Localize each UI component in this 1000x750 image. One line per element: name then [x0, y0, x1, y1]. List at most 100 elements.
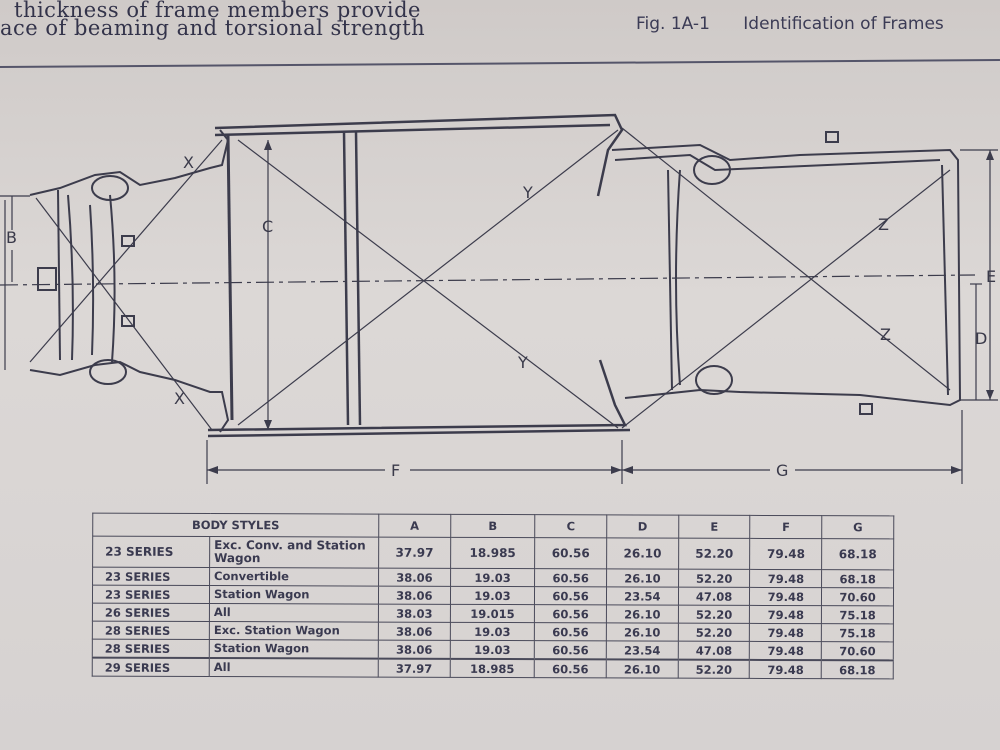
diagonal-y-1: [237, 139, 619, 429]
figure-title: Identification of Frames: [743, 14, 944, 34]
body-style-cell: Exc. Conv. and Station Wagon: [209, 536, 379, 569]
front-frame-section: [29, 129, 230, 433]
value-b: 19.03: [450, 640, 535, 660]
value-g: 70.60: [821, 587, 894, 606]
label-z-top: Z: [878, 215, 889, 234]
centerline: [0, 274, 976, 286]
diagonal-x-1: [35, 197, 213, 431]
series-cell: 23 SERIES: [92, 536, 210, 568]
value-g: 75.18: [821, 623, 894, 642]
value-a: 38.06: [378, 568, 451, 587]
body-style-cell: Station Wagon: [209, 639, 379, 659]
value-f: 79.48: [750, 569, 822, 588]
header-c: C: [534, 514, 607, 538]
label-g: G: [776, 461, 788, 480]
header-d: D: [606, 514, 679, 539]
label-y-top: Y: [522, 183, 533, 202]
value-f: 79.48: [749, 659, 822, 679]
value-g: 68.18: [821, 569, 894, 588]
figure-number: Fig. 1A-1: [636, 14, 710, 34]
series-cell: 23 SERIES: [92, 585, 210, 604]
label-z-bottom: Z: [880, 325, 891, 344]
value-d: 26.10: [606, 568, 679, 588]
label-c: C: [262, 217, 273, 236]
value-g: 68.18: [821, 538, 894, 570]
value-g: 68.18: [821, 660, 894, 679]
figure-caption: Fig. 1A-1 Identification of Frames: [636, 14, 944, 34]
diagonal-y-2: [237, 129, 619, 426]
header-g: G: [821, 515, 894, 539]
value-g: 75.18: [821, 605, 894, 624]
header-a: A: [378, 514, 451, 538]
center-frame-section: [207, 113, 631, 438]
value-e: 52.20: [677, 659, 750, 679]
series-cell: 29 SERIES: [92, 657, 210, 677]
value-a: 38.06: [378, 640, 451, 659]
value-c: 60.56: [534, 659, 607, 678]
value-b: 18.985: [450, 537, 535, 569]
value-c: 60.56: [534, 537, 607, 569]
series-cell: 23 SERIES: [92, 567, 210, 586]
value-b: 19.03: [450, 586, 535, 605]
value-c: 60.56: [534, 604, 607, 623]
table-row: 29 SERIES All 37.97 18.985 60.56 26.10 5…: [92, 657, 894, 679]
value-b: 19.03: [450, 568, 535, 587]
body-style-cell: All: [209, 658, 379, 678]
series-cell: 28 SERIES: [92, 639, 210, 659]
label-d: D: [975, 329, 987, 348]
value-f: 79.48: [749, 641, 822, 661]
label-x-bottom: X: [174, 389, 185, 408]
label-x-top: X: [183, 153, 194, 172]
body-text-line-2: ace of beaming and torsional strength: [0, 16, 426, 40]
header-body-styles: BODY STYLES: [92, 513, 379, 538]
series-cell: 28 SERIES: [92, 621, 210, 640]
value-e: 47.08: [678, 641, 750, 660]
value-e: 47.08: [678, 587, 751, 606]
value-c: 60.56: [534, 640, 607, 660]
value-e: 52.20: [678, 605, 750, 624]
body-style-cell: Exc. Station Wagon: [209, 621, 379, 641]
value-d: 23.54: [606, 586, 679, 606]
header-e: E: [678, 515, 751, 539]
value-b: 18.985: [449, 658, 535, 678]
value-a: 38.03: [378, 604, 451, 623]
value-d: 26.10: [606, 659, 679, 679]
value-d: 23.54: [606, 640, 679, 660]
value-f: 79.48: [749, 605, 822, 624]
value-e: 52.20: [678, 538, 751, 570]
value-g: 70.60: [821, 641, 894, 661]
label-y-bottom: Y: [517, 353, 528, 372]
value-e: 52.20: [678, 623, 750, 642]
value-c: 60.56: [534, 622, 607, 641]
value-d: 26.10: [606, 604, 679, 624]
header-b: B: [450, 514, 536, 538]
diagonal-z-2: [621, 169, 951, 429]
frame-dimensions-table: BODY STYLES A B C D E F G 23 SERIES Exc.…: [92, 513, 895, 680]
label-e: E: [986, 267, 996, 286]
value-a: 38.06: [378, 622, 451, 641]
value-c: 60.56: [534, 586, 607, 605]
diagonal-x-2: [29, 139, 223, 363]
body-style-cell: Station Wagon: [209, 585, 379, 605]
value-a: 37.97: [378, 537, 451, 569]
value-f: 79.48: [749, 623, 822, 642]
body-style-cell: All: [209, 603, 379, 623]
table-header-row: BODY STYLES A B C D E F G: [92, 513, 894, 539]
frame-diagram: B C D E F G X X Y Y Z Z: [0, 113, 998, 484]
rear-frame-section: [611, 131, 962, 415]
label-f: F: [391, 461, 400, 480]
value-a: 38.06: [378, 586, 451, 605]
table-row: 23 SERIES Exc. Conv. and Station Wagon 3…: [92, 536, 894, 570]
value-c: 60.56: [534, 568, 607, 587]
diagonal-z-1: [621, 127, 951, 391]
body-text-line-1: thickness of frame members provide: [14, 0, 421, 22]
label-b: B: [6, 228, 17, 247]
value-d: 26.10: [606, 622, 679, 642]
value-f: 79.48: [749, 587, 822, 606]
value-d: 26.10: [606, 537, 679, 570]
value-b: 19.015: [450, 604, 535, 623]
body-style-cell: Convertible: [209, 567, 379, 587]
value-b: 19.03: [450, 622, 535, 641]
series-cell: 26 SERIES: [92, 603, 210, 622]
